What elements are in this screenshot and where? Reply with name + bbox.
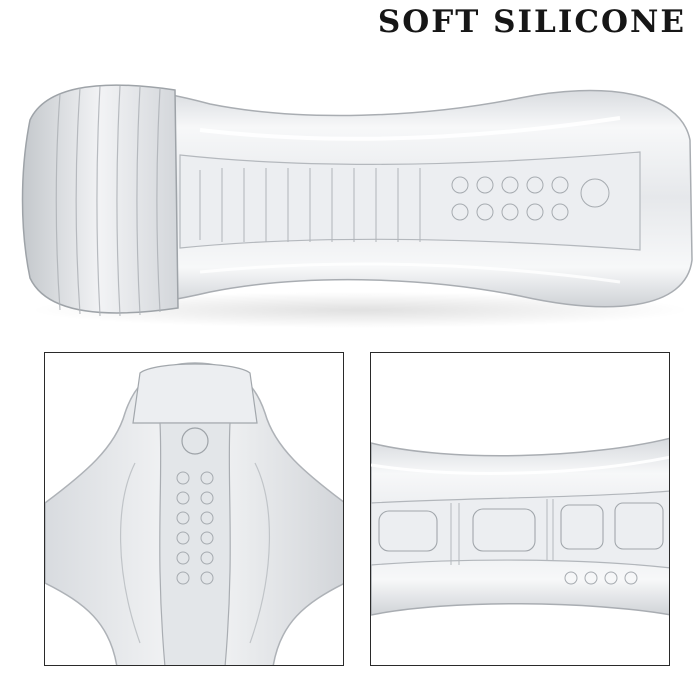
internal-texture-closeup-illustration	[371, 437, 669, 616]
hero-product-image	[0, 60, 700, 350]
detail-image-right	[370, 352, 670, 666]
detail-image-left	[44, 352, 344, 666]
sleeve-side-view-illustration	[21, 84, 693, 328]
sleeve-entry-closeup-illustration	[45, 362, 343, 665]
headline: SOFT SILICONE	[377, 4, 686, 40]
